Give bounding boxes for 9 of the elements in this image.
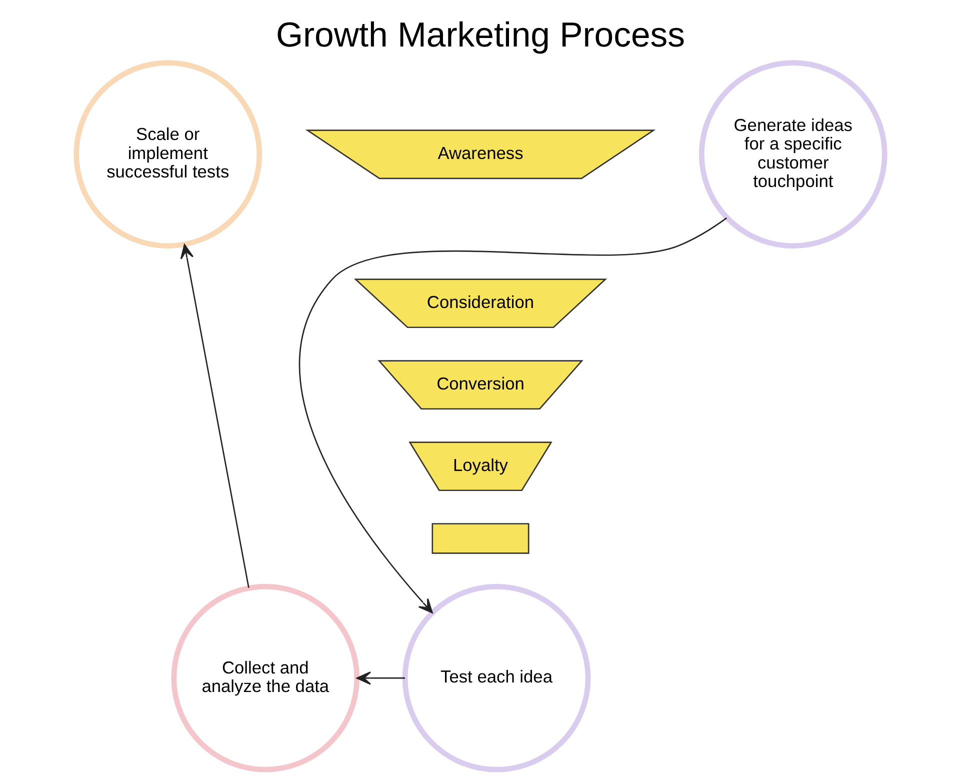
node-circle: Generate ideas for a specific customer touchpoint <box>698 60 887 249</box>
arrow <box>298 217 727 614</box>
diagram-title: Growth Marketing Process <box>275 16 685 55</box>
arrow <box>356 671 404 685</box>
node-circle: Test each idea <box>402 584 590 772</box>
node-box <box>431 523 529 554</box>
arrow <box>180 244 249 588</box>
node-circle: Collect and analyze the data <box>170 584 360 772</box>
node-circle: Scale or implement successful tests <box>73 60 262 249</box>
